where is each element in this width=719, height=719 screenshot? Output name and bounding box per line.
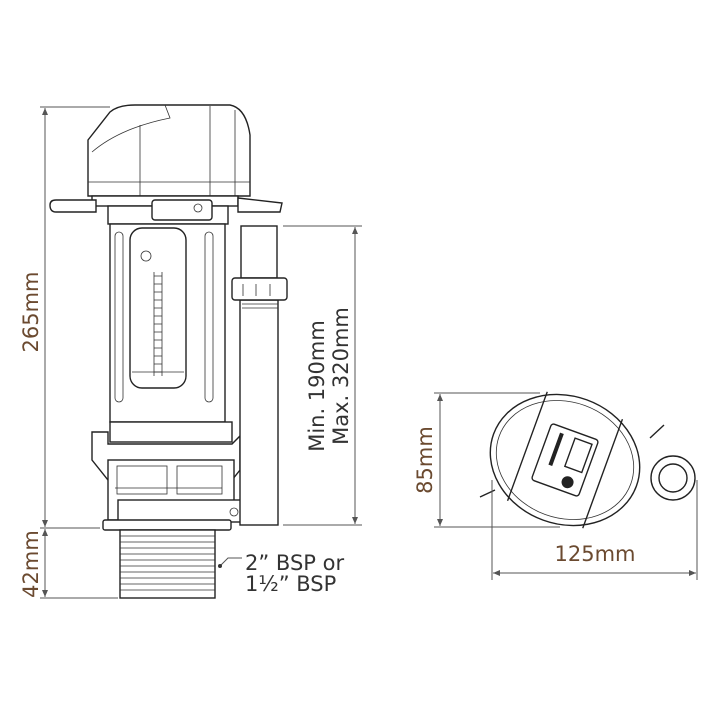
dimension-125mm: 125mm	[555, 542, 636, 566]
flush-valve-top-view	[479, 391, 696, 529]
top-view-dimension-lines	[434, 392, 698, 580]
thread-label-line1: 2” BSP or	[245, 551, 344, 575]
dimension-lines	[40, 106, 362, 599]
dimension-overflow-max: Max. 320mm	[329, 307, 353, 445]
flush-valve-side-view	[49, 104, 288, 599]
dimension-overflow-min: Min. 190mm	[305, 320, 329, 452]
dimension-265mm: 265mm	[19, 272, 43, 353]
dimension-42mm: 42mm	[19, 530, 43, 598]
spring-icon	[140, 250, 163, 376]
dimension-85mm: 85mm	[413, 426, 437, 494]
thread-label-line2: 1½” BSP	[245, 572, 336, 596]
